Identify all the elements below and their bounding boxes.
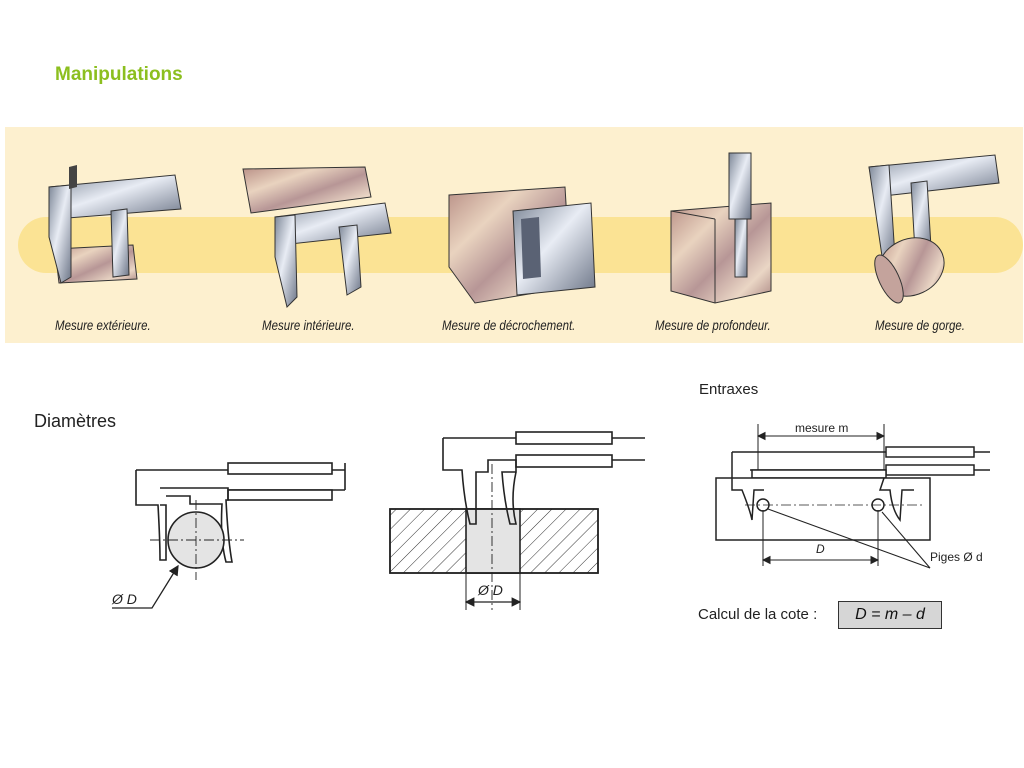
- caption-profondeur: Mesure de profondeur.: [655, 317, 771, 333]
- diameter-drawing-inside: [389, 431, 645, 610]
- entraxes-heading: Entraxes: [699, 381, 759, 398]
- step-measure-illustration: [448, 186, 596, 304]
- groove-measure-illustration: [868, 154, 1000, 304]
- diameter-dim-label-2: Ø D: [477, 582, 503, 598]
- illustration-banner: Mesure extérieure. Mesure intérieure. Me…: [5, 127, 1023, 343]
- outside-measure-illustration: [48, 165, 182, 284]
- depth-measure-illustration: [670, 152, 772, 304]
- entraxes-dim-label: D: [816, 542, 825, 556]
- diameter-drawing-outside: [112, 462, 346, 609]
- inside-measure-illustration: [242, 166, 392, 308]
- entraxes-mesure-label: mesure m: [795, 421, 848, 435]
- formula-box: D = m – d: [838, 601, 942, 629]
- entraxes-drawing: [715, 424, 990, 569]
- diameter-dim-label-1: Ø D: [111, 591, 137, 607]
- entraxes-piges-label: Piges Ø d: [930, 550, 983, 564]
- page-title: Manipulations: [55, 64, 183, 85]
- caption-decrochement: Mesure de décrochement.: [442, 317, 576, 333]
- caption-exterieure: Mesure extérieure.: [55, 317, 151, 333]
- caliper-illustrations: [48, 152, 1000, 308]
- caption-interieure: Mesure intérieure.: [262, 317, 355, 333]
- caption-gorge: Mesure de gorge.: [875, 317, 965, 333]
- diametres-heading: Diamètres: [34, 411, 117, 431]
- calc-label: Calcul de la cote :: [698, 606, 818, 623]
